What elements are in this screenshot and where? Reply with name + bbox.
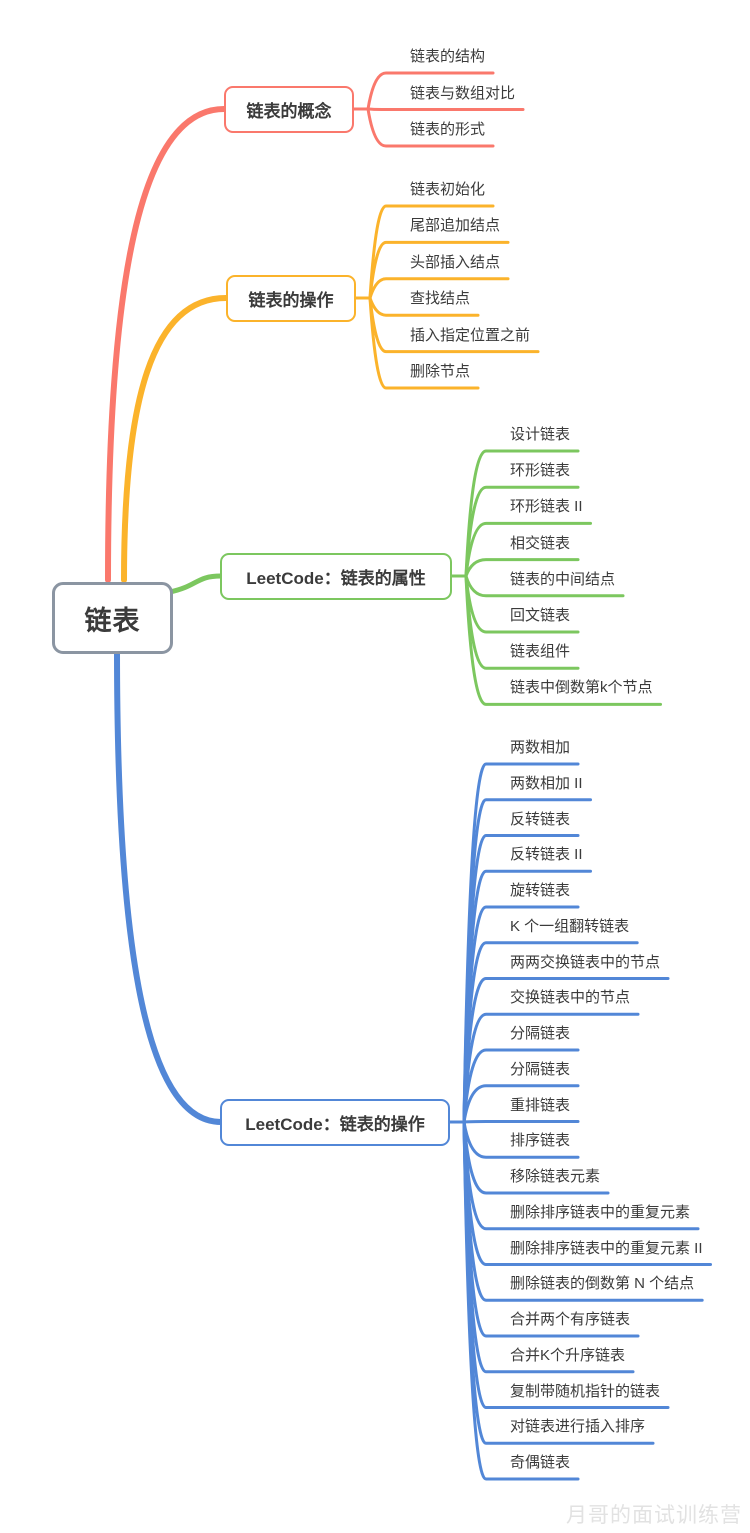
subtopic-label[interactable]: 链表组件 [510, 643, 571, 661]
subtopic-label[interactable]: K 个一组翻转链表 [510, 917, 630, 935]
root-connector-operations [121, 295, 229, 583]
subtopic-label[interactable]: 删除排序链表中的重复元素 II [510, 1239, 703, 1257]
subtopic-label[interactable]: 合并两个有序链表 [510, 1311, 631, 1328]
subtopic-label[interactable]: 交换链表中的节点 [510, 989, 631, 1007]
subtopic-label[interactable]: 环形链表 [510, 462, 571, 480]
subtopic-label[interactable]: 链表的结构 [410, 48, 486, 65]
branch-node-operations[interactable]: 链表的操作 [226, 275, 356, 322]
subtopic-label[interactable]: 反转链表 II [510, 846, 583, 864]
subtopic-label[interactable]: 链表初始化 [410, 181, 486, 198]
subtopic-label[interactable]: 对链表进行插入排序 [510, 1418, 646, 1436]
subtopic-label[interactable]: 插入指定位置之前 [410, 326, 531, 344]
subtopic-label[interactable]: 头部插入结点 [410, 253, 501, 271]
subtopic-label[interactable]: 查找结点 [410, 290, 471, 308]
branch-node-leetcode-operations[interactable]: LeetCode：链表的操作 [220, 1099, 450, 1146]
subtopic-label[interactable]: 链表的中间结点 [510, 570, 616, 588]
subtopic-connector [448, 574, 663, 706]
watermark-text: 月哥的面试训练营 [566, 1504, 742, 1527]
subtopic-label[interactable]: 删除节点 [410, 363, 471, 380]
subtopic-connector [446, 1120, 580, 1124]
subtopic-label[interactable]: 排序链表 [510, 1132, 571, 1150]
subtopic-label[interactable]: 链表与数组对比 [410, 84, 516, 102]
subtopic-label[interactable]: 两数相加 [510, 739, 571, 756]
subtopic-label[interactable]: 旋转链表 [510, 882, 571, 899]
subtopic-label[interactable]: 分隔链表 [510, 1025, 571, 1042]
subtopic-connector [350, 107, 525, 111]
subtopic-label[interactable]: 设计链表 [510, 426, 571, 443]
subtopic-connector [350, 107, 495, 148]
subtopic-label[interactable]: 两数相加 II [510, 774, 583, 792]
subtopic-label[interactable]: 链表中倒数第k个节点 [510, 679, 653, 697]
root-connector-leetcode-ops [114, 647, 224, 1125]
root-connector-concept [105, 106, 227, 583]
root-node[interactable]: 链表 [52, 582, 173, 654]
subtopic-label[interactable]: 删除链表的倒数第 N 个结点 [510, 1275, 695, 1293]
subtopic-label[interactable]: 合并K个升序链表 [510, 1346, 626, 1364]
subtopic-label[interactable]: 回文链表 [510, 607, 571, 624]
subtopic-connector [352, 296, 480, 390]
subtopic-label[interactable]: 环形链表 II [510, 498, 583, 516]
subtopic-label[interactable]: 复制带随机指针的链表 [510, 1382, 661, 1400]
subtopic-label[interactable]: 两两交换链表中的节点 [510, 953, 661, 971]
subtopic-label[interactable]: 反转链表 [510, 810, 571, 828]
subtopic-label[interactable]: 相交链表 [510, 534, 571, 552]
root-connector-leetcode-attr [167, 573, 224, 595]
subtopic-label[interactable]: 分隔链表 [510, 1060, 571, 1078]
subtopic-label[interactable]: 链表的形式 [410, 121, 486, 138]
branch-node-concept[interactable]: 链表的概念 [224, 86, 354, 133]
subtopic-label[interactable]: 移除链表元素 [510, 1168, 601, 1185]
subtopic-label[interactable]: 重排链表 [510, 1096, 571, 1114]
subtopic-label[interactable]: 奇偶链表 [510, 1454, 571, 1471]
subtopic-label[interactable]: 尾部追加结点 [410, 217, 501, 235]
branch-node-leetcode-attributes[interactable]: LeetCode：链表的属性 [220, 553, 452, 600]
subtopic-connector [446, 1120, 580, 1481]
subtopic-label[interactable]: 删除排序链表中的重复元素 [510, 1203, 691, 1221]
